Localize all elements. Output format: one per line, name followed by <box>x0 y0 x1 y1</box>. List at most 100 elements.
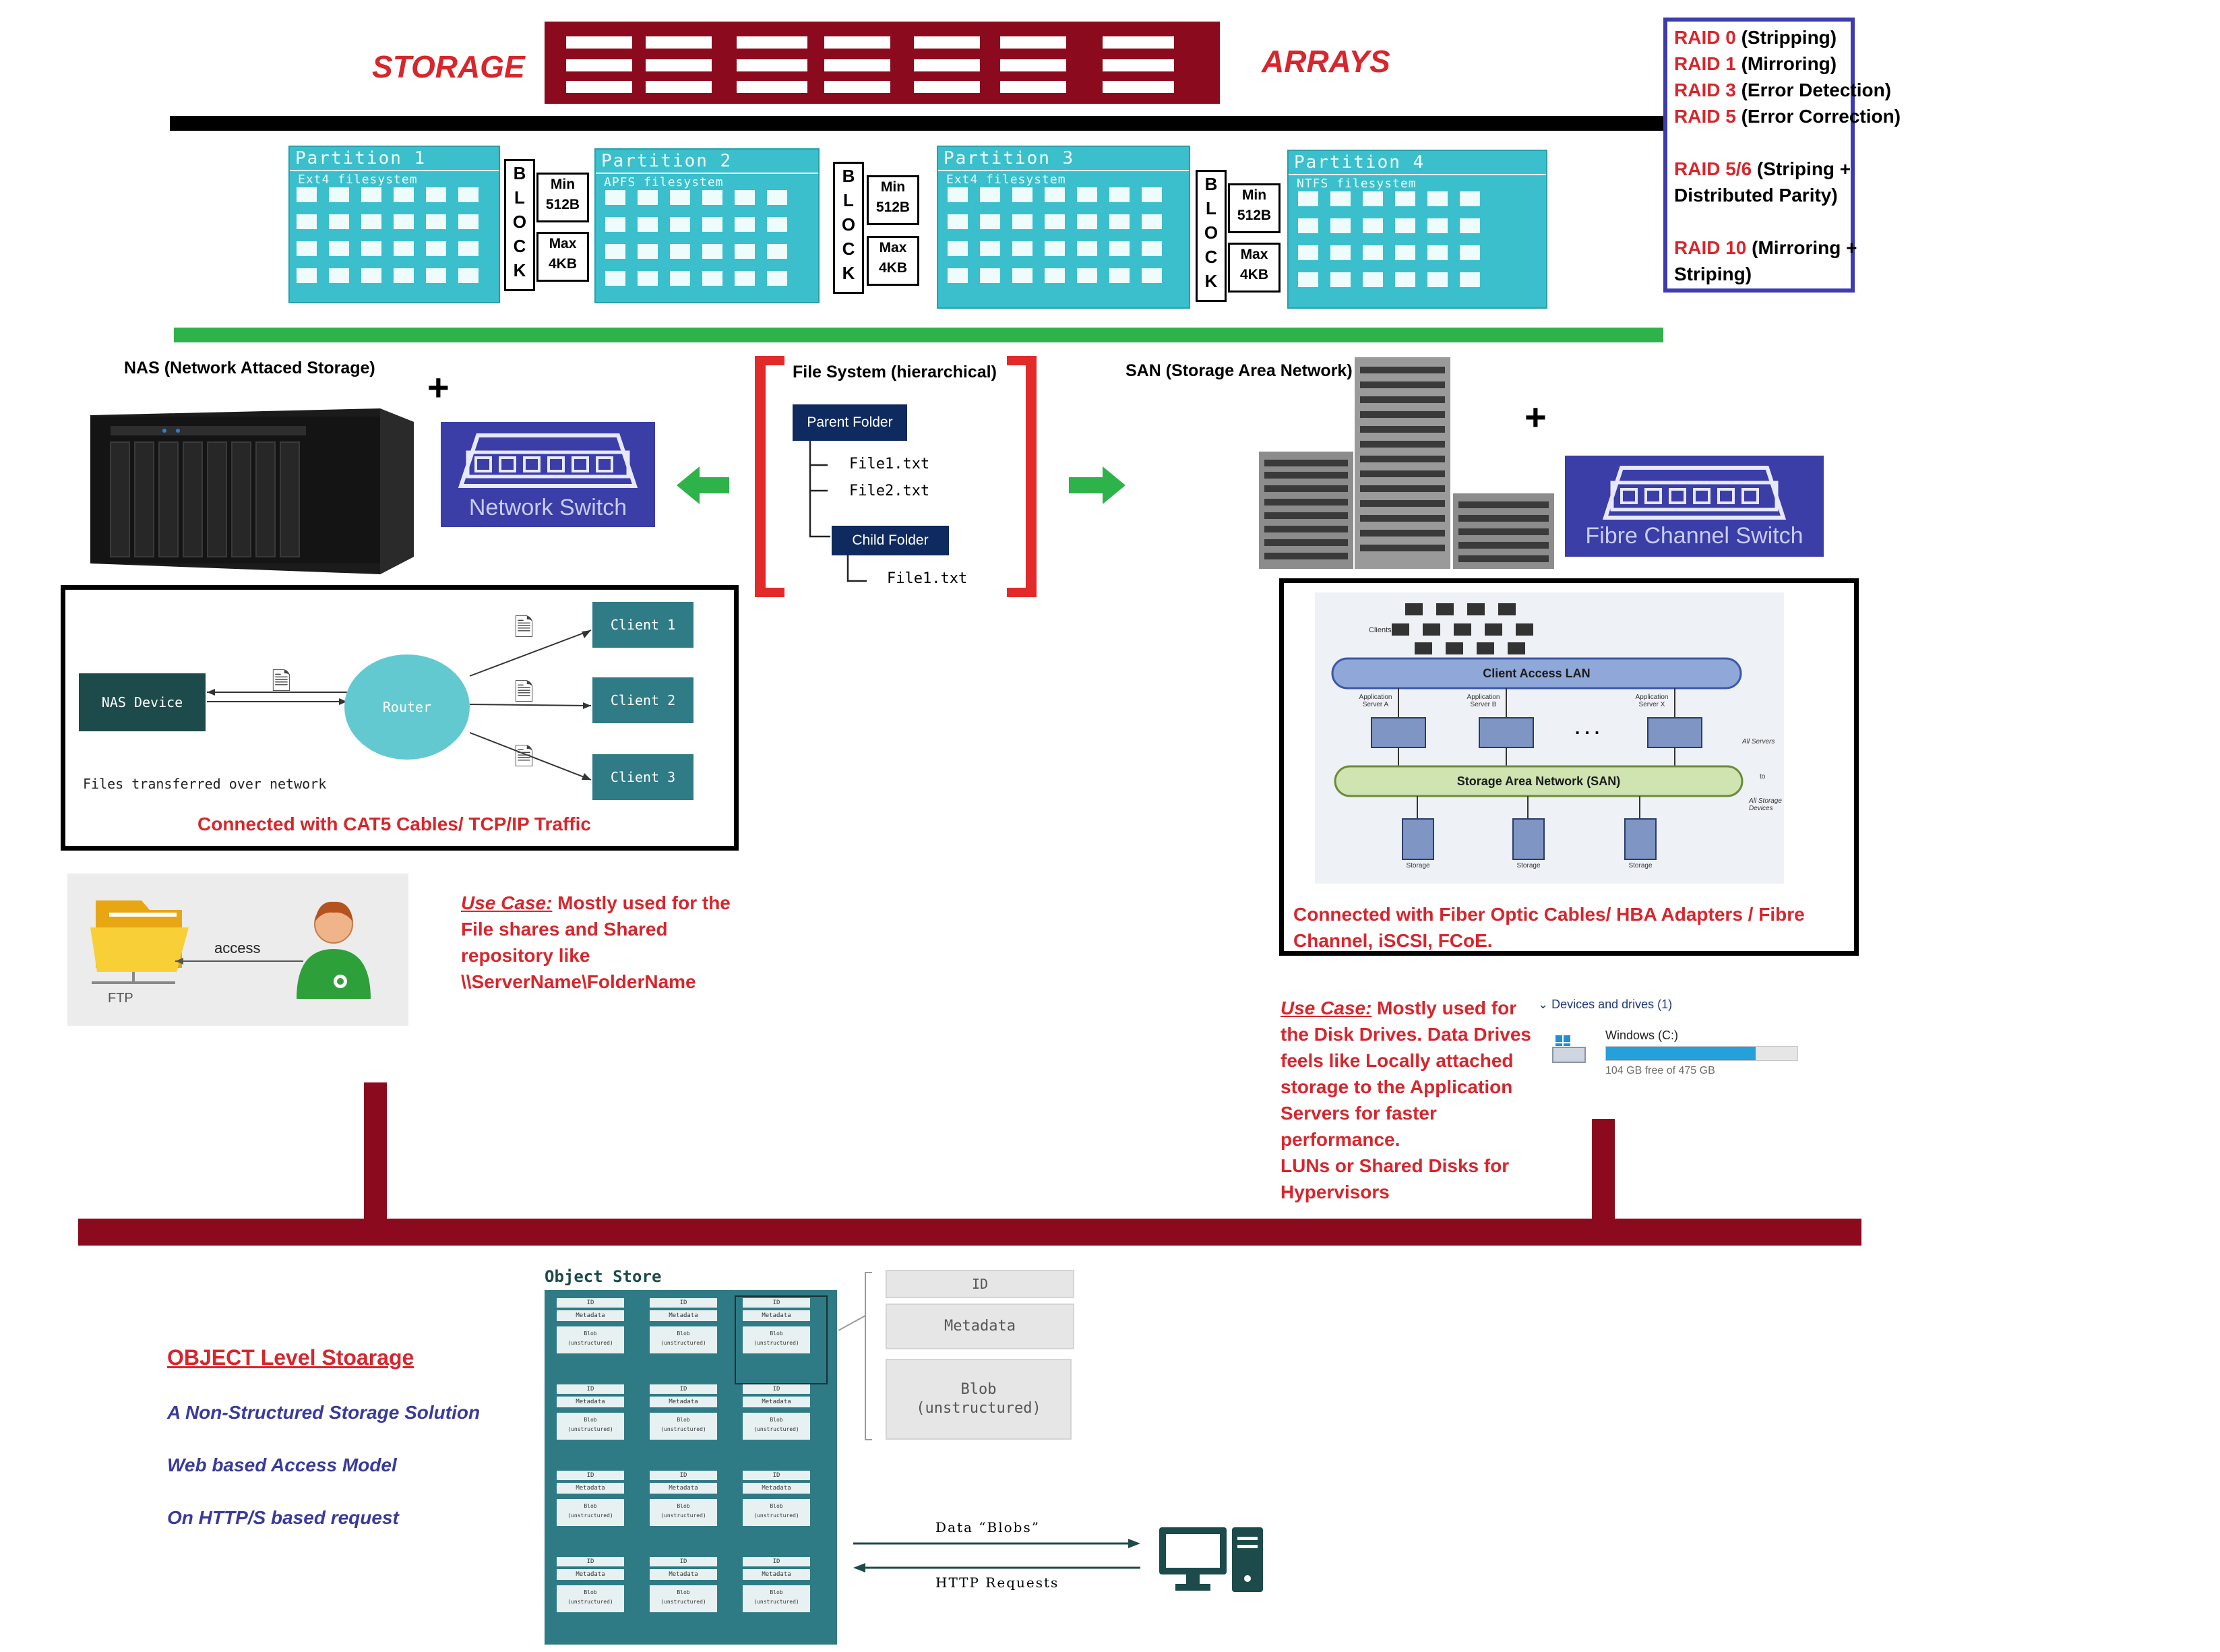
object-cell-metadata: Metadata <box>557 1569 624 1580</box>
block-cell <box>1045 214 1065 229</box>
filesystem-bracket <box>755 355 1038 599</box>
object-cell-metadata: Metadata <box>650 1397 717 1407</box>
block-cell <box>1363 245 1383 260</box>
block-cell <box>638 217 658 232</box>
nas-device-node: NAS Device <box>79 673 206 731</box>
file-2: File2.txt <box>849 483 930 499</box>
storage-array-graphic <box>545 22 1220 104</box>
block-cell <box>638 271 658 286</box>
block-cell <box>980 268 1000 283</box>
drives-header: ⌄ Devices and drives (1) <box>1538 998 1673 1011</box>
object-cell-blob: Blob(unstructured) <box>743 1585 810 1612</box>
block-cell <box>394 214 414 229</box>
app-server-x-label: Application Server X <box>1635 694 1669 708</box>
object-cell-id: ID <box>557 1298 624 1308</box>
nas-use-case: Use Case: Mostly used for the File share… <box>461 892 731 992</box>
object-cell-metadata: Metadata <box>650 1310 717 1321</box>
block-cell <box>1427 218 1448 233</box>
object-cell-id: ID <box>743 1384 810 1394</box>
block-cell <box>1363 191 1383 206</box>
object-cell-id: ID <box>650 1298 717 1308</box>
client-1-node: Client 1 <box>592 602 693 648</box>
san-to-label: to <box>1760 773 1766 781</box>
block-cell <box>670 217 690 232</box>
object-cell-id: ID <box>743 1557 810 1566</box>
object-cell-blob: Blob(unstructured) <box>557 1413 624 1440</box>
object-store-title: Object Store <box>545 1267 662 1286</box>
block-cell <box>426 241 446 256</box>
block-cell <box>605 217 625 232</box>
block-cell <box>1012 241 1032 256</box>
block-cell <box>702 271 722 286</box>
block-cell <box>605 271 625 286</box>
object-cell-metadata: Metadata <box>557 1483 624 1494</box>
block-cell <box>297 214 317 229</box>
drive-free-text: 104 GB free of 475 GB <box>1605 1065 1715 1076</box>
object-cell-id: ID <box>743 1471 810 1480</box>
block-cell <box>1298 191 1318 206</box>
block-cell <box>1427 191 1448 206</box>
block-cell <box>1395 245 1415 260</box>
partition-filesystem: APFS filesystem <box>604 175 724 189</box>
block-cell <box>735 217 755 232</box>
black-bus-line <box>170 116 1663 131</box>
object-cell-blob: Blob(unstructured) <box>650 1326 717 1353</box>
transfer-note: Files transferred over network <box>83 776 327 792</box>
object-cell-blob: Blob(unstructured) <box>557 1585 624 1612</box>
block-cell <box>638 244 658 259</box>
app-server-b-label: Application Server B <box>1467 694 1500 708</box>
partition-title: Partition 4 <box>1289 151 1546 175</box>
ftp-label: FTP <box>108 991 133 1006</box>
maroon-connector-right <box>1592 1119 1615 1225</box>
partition-title: Partition 1 <box>290 147 499 171</box>
object-cell-id: ID <box>650 1384 717 1394</box>
block-cell <box>458 268 479 283</box>
block-cell <box>361 214 381 229</box>
block-cell <box>1330 272 1351 287</box>
fibre-channel-switch-label: Fibre Channel Switch <box>1585 523 1803 549</box>
drive-name[interactable]: Windows (C:) <box>1605 1029 1679 1042</box>
nas-device-image <box>77 402 414 574</box>
raid-5-6: RAID 5/6 (Striping + <box>1674 158 1851 179</box>
raid-10-line2: Striping) <box>1674 264 1752 284</box>
partition-2: Partition 2 APFS filesystem <box>594 148 820 303</box>
block-cell <box>1012 268 1032 283</box>
filesystem-title: File System (hierarchical) <box>793 363 997 381</box>
object-cell-id: ID <box>557 1384 624 1394</box>
block-cell <box>767 271 787 286</box>
nas-title: NAS (Network Attaced Storage) <box>124 359 375 377</box>
block-cell <box>1460 218 1480 233</box>
block-cell <box>1077 187 1097 202</box>
http-requests-label: HTTP Requests <box>935 1574 1059 1591</box>
document-icon: 🗎 <box>272 667 291 695</box>
block-cell <box>948 187 968 202</box>
block-cell <box>1298 272 1318 287</box>
drive-usage-fill <box>1606 1047 1756 1060</box>
block-cell <box>1012 187 1032 202</box>
block-cell <box>329 214 349 229</box>
app-server-a-label: Application Server A <box>1359 694 1392 708</box>
block-cell <box>1077 214 1097 229</box>
object-cell-blob: Blob(unstructured) <box>650 1585 717 1612</box>
block-cell <box>1460 191 1480 206</box>
object-cell-blob: Blob(unstructured) <box>557 1499 624 1526</box>
network-switch-label: Network Switch <box>468 495 627 520</box>
block-cell <box>1109 268 1130 283</box>
san-plus: + <box>1524 396 1547 438</box>
raid-0: RAID 0 (Stripping) <box>1674 27 1837 48</box>
partition-1: Partition 1 Ext4 filesystem <box>288 146 500 303</box>
storage-label: STORAGE <box>372 49 525 84</box>
san-title: SAN (Storage Area Network) <box>1126 361 1353 380</box>
raid-10: RAID 10 (Mirroring + <box>1674 237 1857 258</box>
block-cell <box>1298 218 1318 233</box>
object-cell-blob: Blob(unstructured) <box>650 1499 717 1526</box>
block-cell <box>980 214 1000 229</box>
